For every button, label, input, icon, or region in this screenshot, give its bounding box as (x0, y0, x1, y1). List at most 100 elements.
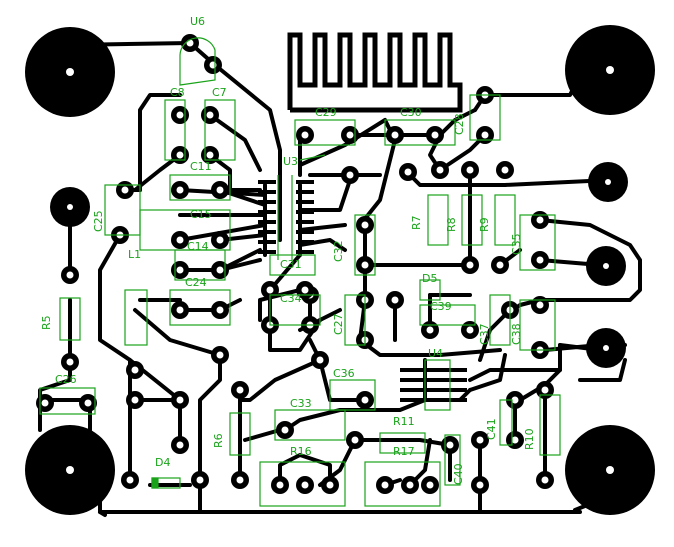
r16-outline (259, 461, 346, 507)
pad-drill (466, 261, 474, 269)
c30-outline (384, 119, 456, 146)
pad-drill (216, 186, 224, 194)
connector-pads (50, 162, 628, 368)
pad-drill (216, 266, 224, 274)
pad-drill (176, 236, 184, 244)
label-r10: R10 (523, 428, 536, 450)
l1-outline (124, 289, 148, 346)
c11-outline (169, 174, 231, 201)
silkscreen-outlines (39, 37, 561, 507)
label-d5: D5 (422, 272, 437, 285)
label-r6: R6 (212, 433, 225, 448)
pad-drill (176, 396, 184, 404)
pad-drill (266, 286, 274, 294)
label-c28: C28 (453, 113, 466, 135)
pad-drill (481, 131, 489, 139)
pad-drill (301, 286, 309, 294)
pad-drill (381, 481, 389, 489)
label-c41: C41 (485, 418, 498, 440)
u3-pad-row-left (258, 180, 276, 184)
pad-drill (176, 151, 184, 159)
pad-drill (361, 396, 369, 404)
label-c35: C35 (510, 233, 523, 255)
pad-drill (301, 131, 309, 139)
c26-outline (39, 387, 96, 415)
c24-outline (169, 289, 231, 326)
label-c33: C33 (290, 397, 312, 410)
pad-drill (121, 186, 129, 194)
pad-drill (206, 111, 214, 119)
pad-drill (236, 386, 244, 394)
pad-drill (536, 301, 544, 309)
label-r11: R11 (393, 415, 415, 428)
pad-drill (301, 481, 309, 489)
pad-drill (276, 481, 284, 489)
pad-drill (346, 171, 354, 179)
pad-drill (511, 436, 519, 444)
pad-drill (511, 396, 519, 404)
label-r7: R7 (410, 215, 423, 230)
pad-drill (216, 236, 224, 244)
u3-pad-row-right (296, 180, 314, 184)
c27-outline (344, 294, 366, 346)
label-c30: C30 (400, 106, 422, 119)
c36-outline (329, 379, 376, 411)
pad-drill (236, 476, 244, 484)
label-u3: U3 (283, 155, 298, 168)
mounting-holes (25, 25, 655, 515)
pad-drill (281, 426, 289, 434)
pad-drill (41, 399, 49, 407)
r10-outline (539, 394, 561, 456)
pad-drill (66, 358, 74, 366)
pad-drill (426, 326, 434, 334)
c40-outline (444, 434, 461, 486)
label-r17: R17 (393, 445, 415, 458)
label-c11: C11 (190, 160, 212, 173)
label-r9: R9 (478, 217, 491, 232)
pad-drill (351, 436, 359, 444)
label-c27: C27 (332, 313, 345, 335)
pad-drill (536, 256, 544, 264)
label-d4: D4 (155, 456, 170, 469)
label-c36: C36 (333, 367, 355, 380)
pad-drill (176, 441, 184, 449)
d5-outline (419, 279, 441, 301)
silkscreen-labels: U6 C8 C7 C29 C30 C28 C11 U3 C25 C15 R7 R… (40, 15, 536, 485)
label-c37: C37 (478, 323, 491, 345)
pad-drill (326, 481, 334, 489)
pad-drill (66, 271, 74, 279)
u4-pad-row-left (400, 368, 422, 372)
c38-outline (519, 299, 556, 351)
label-r8: R8 (445, 217, 458, 232)
ic-pads (258, 180, 467, 402)
pad-drill (536, 216, 544, 224)
label-c39: C39 (430, 300, 452, 313)
pad-drill (176, 306, 184, 314)
pad-drill (131, 366, 139, 374)
pad-drill (466, 326, 474, 334)
label-c29: C29 (315, 106, 337, 119)
pad-drill (426, 481, 434, 489)
pad-drill (391, 131, 399, 139)
pad-drill (316, 356, 324, 364)
pad-drill (216, 306, 224, 314)
pad-drill (361, 261, 369, 269)
pad-drill (84, 399, 92, 407)
pad-drill (496, 261, 504, 269)
c33-outline (274, 409, 346, 441)
c7-outline (204, 99, 236, 161)
label-c34: C34 (280, 292, 302, 305)
pad-drill (131, 396, 139, 404)
label-r16: R16 (290, 445, 312, 458)
pad-drill (346, 131, 354, 139)
r9-outline (494, 194, 516, 246)
pad-drill (216, 351, 224, 359)
c37-outline (489, 294, 511, 346)
label-c25: C25 (92, 210, 105, 232)
pad-drill (404, 168, 412, 176)
c28-outline (469, 94, 501, 141)
label-c8: C8 (170, 86, 185, 99)
label-c7: C7 (212, 86, 227, 99)
pad-drill (431, 131, 439, 139)
pad-drill (361, 221, 369, 229)
